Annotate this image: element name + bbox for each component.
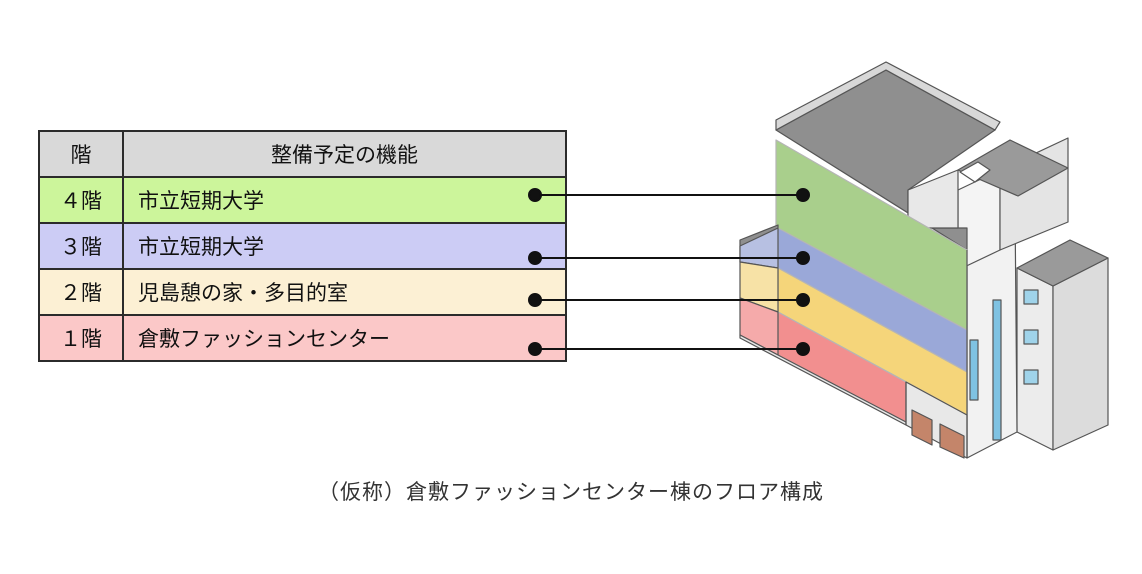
function-label: 市立短期大学 (122, 222, 567, 270)
floor-2-left (739, 261, 779, 313)
table-header-row: 階 整備予定の機能 (38, 130, 567, 178)
window-strip (969, 339, 979, 401)
floor-label: ４階 (38, 176, 124, 224)
floor-1-lower (739, 334, 907, 426)
floor-label: ３階 (38, 222, 124, 270)
floor-3-front (777, 227, 968, 373)
header-function: 整備予定の機能 (122, 130, 567, 178)
ground-pilotis (905, 381, 968, 459)
function-label: 倉敷ファッションセンター (122, 314, 567, 362)
stair-core-front (957, 169, 1001, 271)
floor-2-front (777, 267, 968, 416)
building-illustration (739, 61, 1109, 459)
figure-caption: （仮称）倉敷ファッションセンター棟のフロア構成 (318, 480, 824, 504)
roof-parapet (775, 61, 1001, 131)
table-row-floor-2: ２階 児島憩の家・多目的室 (38, 268, 567, 316)
main-right-face (966, 204, 1018, 459)
stair-core-side (999, 137, 1069, 251)
tower-window (1023, 289, 1039, 305)
connector-lines (528, 188, 810, 356)
lower-roof (739, 224, 779, 263)
connector-dot-building-4 (796, 188, 810, 202)
floor-1-front (777, 311, 907, 423)
table-row-floor-3: ３階 市立短期大学 (38, 222, 567, 270)
ground-brown-1 (911, 409, 933, 446)
upper-step-side (907, 169, 959, 229)
floor-1-left (739, 297, 779, 356)
tower-window (1023, 369, 1039, 385)
floor-label: １階 (38, 314, 124, 362)
stair-core-roof (957, 139, 1069, 197)
floor-4-front (775, 139, 968, 331)
floor-table: 階 整備予定の機能 ４階 市立短期大学 ３階 市立短期大学 ２階 児島憩の家・多… (38, 130, 567, 362)
right-tower-side (1052, 257, 1109, 451)
table-row-floor-1: １階 倉敷ファッションセンター (38, 314, 567, 362)
function-label: 児島憩の家・多目的室 (122, 268, 567, 316)
connector-dot-building-2 (796, 293, 810, 307)
connector-dot-building-1 (796, 342, 810, 356)
table-row-floor-4: ４階 市立短期大学 (38, 176, 567, 224)
ground-brown-2 (939, 423, 965, 459)
function-label: 市立短期大学 (122, 176, 567, 224)
main-roof (775, 69, 996, 251)
right-tower-roof (1016, 239, 1109, 287)
window-strip (992, 299, 1002, 441)
connector-dot-building-3 (796, 251, 810, 265)
stair-core-notch (959, 161, 991, 183)
right-tower-front (1016, 267, 1054, 451)
tower-window (1023, 329, 1039, 345)
floor-label: ２階 (38, 268, 124, 316)
floor-3-left (739, 227, 779, 269)
header-floor: 階 (38, 130, 124, 178)
